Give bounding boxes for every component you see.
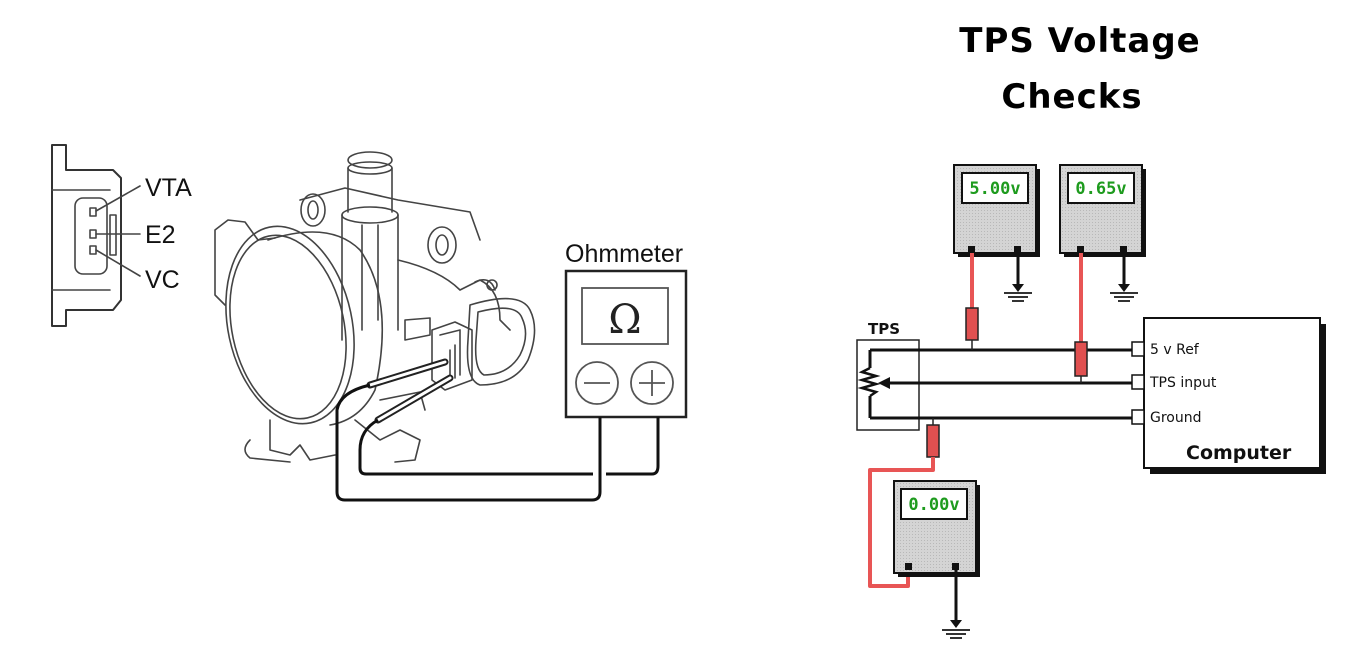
page-title: TPS Voltage Checks — [959, 21, 1201, 117]
pin-tps-input — [1131, 374, 1145, 390]
voltmeter-tps-input: 0.65v — [1059, 164, 1146, 383]
meter-display — [1067, 172, 1135, 204]
probe-tip — [1074, 341, 1088, 377]
ohmmeter-label: Ohmmeter — [565, 240, 683, 268]
pin-ground — [1131, 409, 1145, 425]
pin-label-5v-ref: 5 v Ref — [1150, 342, 1200, 358]
throttle-body-illustration — [214, 151, 536, 463]
connector-flange — [51, 144, 122, 327]
voltmeter-5v-ref: 5.00v — [953, 164, 1040, 350]
probe-tip — [965, 307, 979, 341]
ground-symbol-icon — [1004, 292, 1032, 302]
pin-label-e2: E2 — [145, 221, 176, 249]
pin-label-tps-input: TPS input — [1149, 375, 1217, 391]
computer-box — [1143, 317, 1321, 469]
connector-socket — [74, 197, 108, 275]
meter-reading: 5.00v — [969, 179, 1020, 199]
pin-vc — [89, 245, 97, 255]
wiper-arrow-icon — [878, 377, 890, 389]
pin-5v-ref — [1131, 341, 1145, 357]
probe-tip — [926, 424, 940, 458]
meter-display — [961, 172, 1029, 204]
meter-reading: 0.00v — [908, 495, 959, 515]
tps-label: TPS — [868, 320, 900, 338]
tps-sensor: TPS — [856, 320, 920, 431]
computer-label: Computer — [1186, 442, 1292, 464]
ohmmeter-display — [581, 287, 669, 345]
title-line-2: Checks — [1001, 77, 1142, 117]
ground-symbol-icon — [1110, 292, 1138, 302]
ground-symbol-icon — [942, 629, 970, 639]
pin-label-ground: Ground — [1150, 410, 1202, 426]
pin-label-vta: VTA — [145, 174, 192, 202]
voltmeter-ground: 0.00v — [868, 418, 980, 639]
lead-inner — [358, 418, 593, 476]
potentiometer-icon — [857, 366, 881, 398]
computer-ecu: 5 v Ref TPS input Ground Computer — [1131, 317, 1326, 474]
ohm-symbol-icon: Ω — [608, 297, 641, 343]
circuit-wires — [870, 348, 1133, 420]
title-line-1: TPS Voltage — [959, 21, 1201, 61]
pin-e2 — [89, 229, 97, 239]
lead-outer — [335, 383, 602, 502]
lead-plus — [606, 417, 660, 476]
meter-reading: 0.65v — [1075, 179, 1126, 199]
ohmmeter-leads — [335, 383, 660, 502]
red-probe-lead — [868, 457, 935, 588]
meter-display — [900, 488, 968, 520]
tps-connector: VTA E2 VC — [51, 144, 192, 327]
ohmmeter: Ohmmeter Ω — [564, 240, 688, 419]
pin-label-vc: VC — [145, 266, 180, 294]
pin-vta — [89, 207, 97, 217]
